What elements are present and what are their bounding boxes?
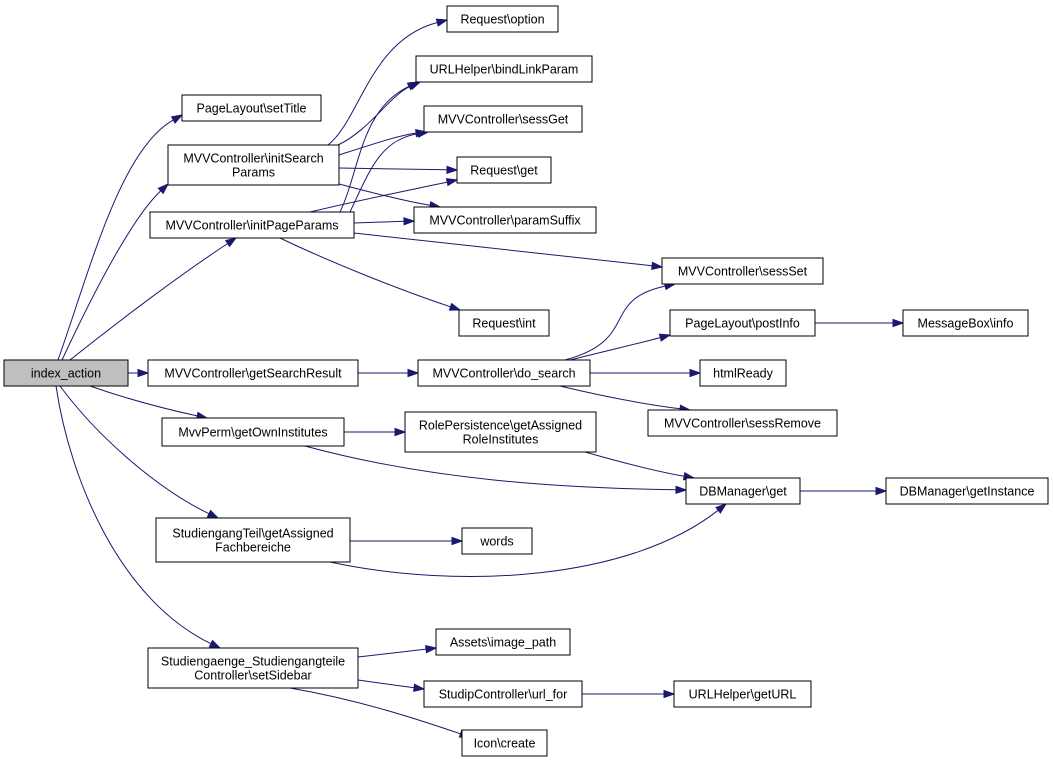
edge-set_sidebar-to-image_path xyxy=(357,645,438,658)
node-label: PageLayout\postInfo xyxy=(685,317,800,331)
node-words[interactable]: words xyxy=(461,527,533,555)
edge-init_page_params-to-bind_link_param xyxy=(339,81,420,213)
edge-db_get-to-db_get_instance xyxy=(800,486,888,496)
node-label: Studiengaenge_Studiengangteile xyxy=(161,655,345,669)
node-label: MVVController\sessSet xyxy=(678,265,808,279)
node-param-suffix[interactable]: MVVController\paramSuffix xyxy=(413,206,597,234)
node-label: Request\get xyxy=(470,164,538,178)
node-sess-set[interactable]: MVVController\sessSet xyxy=(661,257,824,285)
node-label: RolePersistence\getAssigned xyxy=(419,419,582,433)
node-post-info[interactable]: PageLayout\postInfo xyxy=(669,309,816,337)
node-label: DBManager\getInstance xyxy=(900,485,1035,499)
node-request-option[interactable]: Request\option xyxy=(446,5,559,33)
edge-post_info-to-message_box_info xyxy=(815,318,905,328)
edge-init_search_params-to-request_get xyxy=(338,165,459,175)
node-label: Request\int xyxy=(472,317,536,331)
node-label: MvvPerm\getOwnInstitutes xyxy=(178,426,327,440)
node-label: MVVController\do_search xyxy=(432,367,575,381)
edge-get_search_result-to-do_search xyxy=(358,368,420,378)
edge-index_action-to-init_search_params xyxy=(61,182,170,361)
node-index-action[interactable]: index_action xyxy=(3,359,129,387)
node-icon-create[interactable]: Icon\create xyxy=(461,729,548,757)
edge-init_search_params-to-bind_link_param xyxy=(337,81,422,146)
edge-init_search_params-to-sess_get xyxy=(338,129,428,156)
node-db-get[interactable]: DBManager\get xyxy=(685,477,801,505)
node-label: MVVController\sessGet xyxy=(438,113,569,127)
edge-do_search-to-sess_remove xyxy=(559,385,692,413)
node-label: MVVController\initSearch xyxy=(183,152,323,166)
edge-init_page_params-to-sess_set xyxy=(353,232,664,270)
edge-get_own_institutes-to-get_assigned_role_institutes xyxy=(344,427,407,437)
edge-init_page_params-to-request_int xyxy=(279,237,462,311)
node-label: Assets\image_path xyxy=(450,636,556,650)
edge-url_for-to-get_url xyxy=(582,689,676,699)
edge-get_assigned_role_institutes-to-db_get xyxy=(584,451,696,481)
edge-index_action-to-init_page_params xyxy=(69,237,238,361)
node-message-box-info[interactable]: MessageBox\info xyxy=(902,309,1029,337)
edge-set_sidebar-to-url_for xyxy=(357,679,426,692)
node-label: MessageBox\info xyxy=(918,317,1014,331)
node-request-int[interactable]: Request\int xyxy=(458,309,550,337)
node-set-title[interactable]: PageLayout\setTitle xyxy=(181,94,322,122)
edge-do_search-to-html_ready xyxy=(590,368,702,378)
node-get-own-institutes[interactable]: MvvPerm\getOwnInstitutes xyxy=(161,417,345,447)
node-get-url[interactable]: URLHelper\getURL xyxy=(673,680,812,708)
edge-init_page_params-to-param_suffix xyxy=(353,217,416,226)
node-db-get-instance[interactable]: DBManager\getInstance xyxy=(885,477,1049,505)
call-nodes: index_action PageLayout\setTitleMVVContro… xyxy=(3,5,1049,757)
edge-index_action-to-set_title xyxy=(57,114,184,361)
node-label: DBManager\get xyxy=(699,485,787,499)
edge-init_search_params-to-request_option xyxy=(327,18,449,146)
edge-index_action-to-get_search_result xyxy=(128,368,150,378)
node-label: Request\option xyxy=(460,13,544,27)
node-label: URLHelper\getURL xyxy=(689,688,797,702)
node-get-search-result[interactable]: MVVController\getSearchResult xyxy=(147,359,359,387)
node-label: index_action xyxy=(31,367,101,381)
node-do-search[interactable]: MVVController\do_search xyxy=(417,359,591,387)
node-html-ready[interactable]: htmlReady xyxy=(699,359,787,387)
edge-init_search_params-to-param_suffix xyxy=(338,183,442,210)
node-label: Icon\create xyxy=(474,737,536,751)
edge-init_page_params-to-sess_get xyxy=(349,129,430,213)
node-label: StudipController\url_for xyxy=(439,688,568,702)
node-bind-link-param[interactable]: URLHelper\bindLinkParam xyxy=(415,55,593,83)
node-label: RoleInstitutes xyxy=(463,433,539,447)
node-init-page-params[interactable]: MVVController\initPageParams xyxy=(149,211,355,239)
node-label: URLHelper\bindLinkParam xyxy=(430,63,579,77)
node-label: words xyxy=(479,535,513,549)
node-label: MVVController\paramSuffix xyxy=(429,214,581,228)
edge-do_search-to-sess_set xyxy=(564,282,677,361)
edge-do_search-to-post_info xyxy=(569,333,672,361)
node-sess-remove[interactable]: MVVController\sessRemove xyxy=(647,409,838,437)
node-label: htmlReady xyxy=(713,367,773,381)
edge-get_own_institutes-to-db_get xyxy=(304,445,688,495)
node-set-sidebar[interactable]: Studiengaenge_StudiengangteileController… xyxy=(147,647,359,689)
edge-index_action-to-set_sidebar xyxy=(55,385,222,649)
node-get-assigned-role-institutes[interactable]: RolePersistence\getAssignedRoleInstitute… xyxy=(404,411,597,453)
node-image-path[interactable]: Assets\image_path xyxy=(435,628,571,656)
node-url-for[interactable]: StudipController\url_for xyxy=(423,680,583,708)
node-request-get[interactable]: Request\get xyxy=(456,156,552,184)
node-label: Controller\setSidebar xyxy=(194,669,311,683)
edge-get_assigned_fachbereiche-to-words xyxy=(350,536,464,546)
node-label: Fachbereiche xyxy=(215,541,291,555)
edge-init_page_params-to-request_get xyxy=(309,178,459,213)
edge-index_action-to-get_assigned_fachbereiche xyxy=(59,385,220,519)
node-label: StudiengangTeil\getAssigned xyxy=(172,527,333,541)
edge-get_assigned_fachbereiche-to-db_get xyxy=(329,503,728,578)
node-label: MVVController\getSearchResult xyxy=(164,367,342,381)
node-label: MVVController\initPageParams xyxy=(166,219,339,233)
node-label: Params xyxy=(232,166,275,180)
node-label: PageLayout\setTitle xyxy=(196,102,306,116)
node-sess-get[interactable]: MVVController\sessGet xyxy=(423,105,583,133)
edge-index_action-to-get_own_institutes xyxy=(89,385,209,420)
node-label: MVVController\sessRemove xyxy=(664,417,821,431)
